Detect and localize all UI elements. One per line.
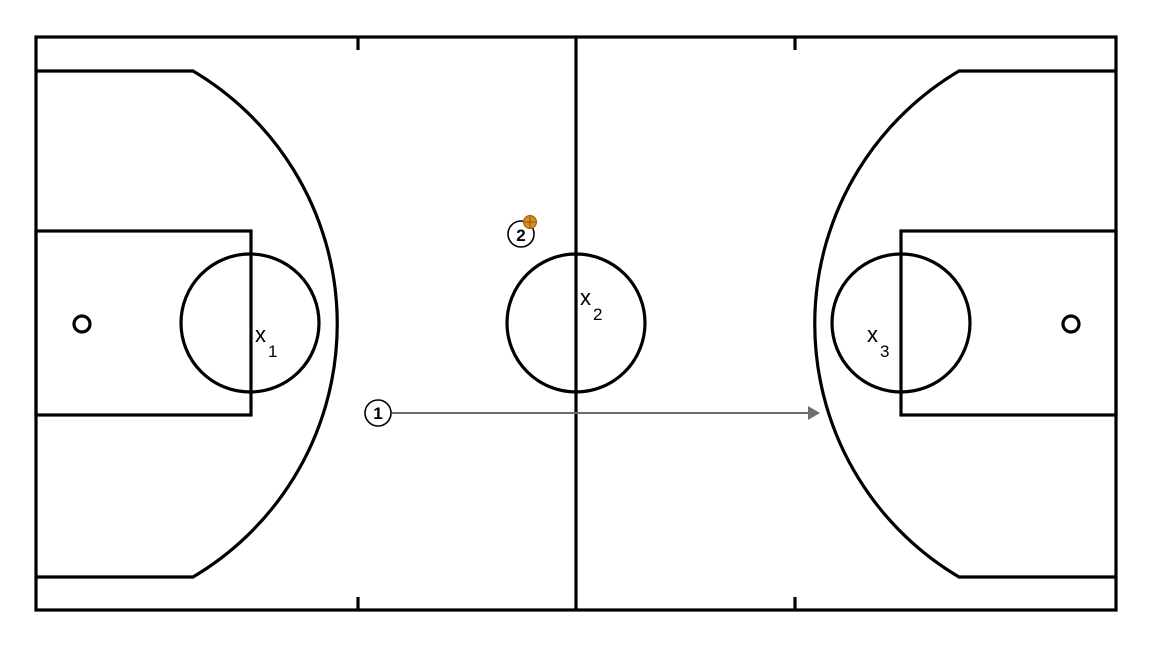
key-right (899, 229, 1118, 417)
basketball-icon (523, 215, 537, 229)
defender-2: x 2 (580, 285, 602, 324)
player-1-number: 1 (373, 404, 382, 423)
player-2-number: 2 (516, 226, 525, 245)
basket-right (1061, 314, 1081, 334)
defender-3: x 3 (867, 322, 889, 361)
free-throw-circle-right (830, 252, 972, 394)
defender-2-letter: x (580, 285, 591, 310)
player-2: 2 (507, 215, 537, 248)
cut-arrow-head (808, 406, 820, 420)
player-1: 1 (364, 399, 392, 427)
free-throw-circle-left (179, 252, 321, 394)
defender-3-sub: 3 (880, 342, 889, 361)
basket-left (72, 314, 92, 334)
defender-1-letter: x (255, 322, 266, 347)
defender-1: x 1 (255, 322, 277, 361)
key-left (34, 229, 253, 417)
defender-2-sub: 2 (593, 305, 602, 324)
three-point-line-right (813, 69, 1116, 579)
three-point-line-left (36, 69, 339, 579)
defender-3-letter: x (867, 322, 878, 347)
defender-1-sub: 1 (268, 342, 277, 361)
center-circle (505, 252, 647, 394)
